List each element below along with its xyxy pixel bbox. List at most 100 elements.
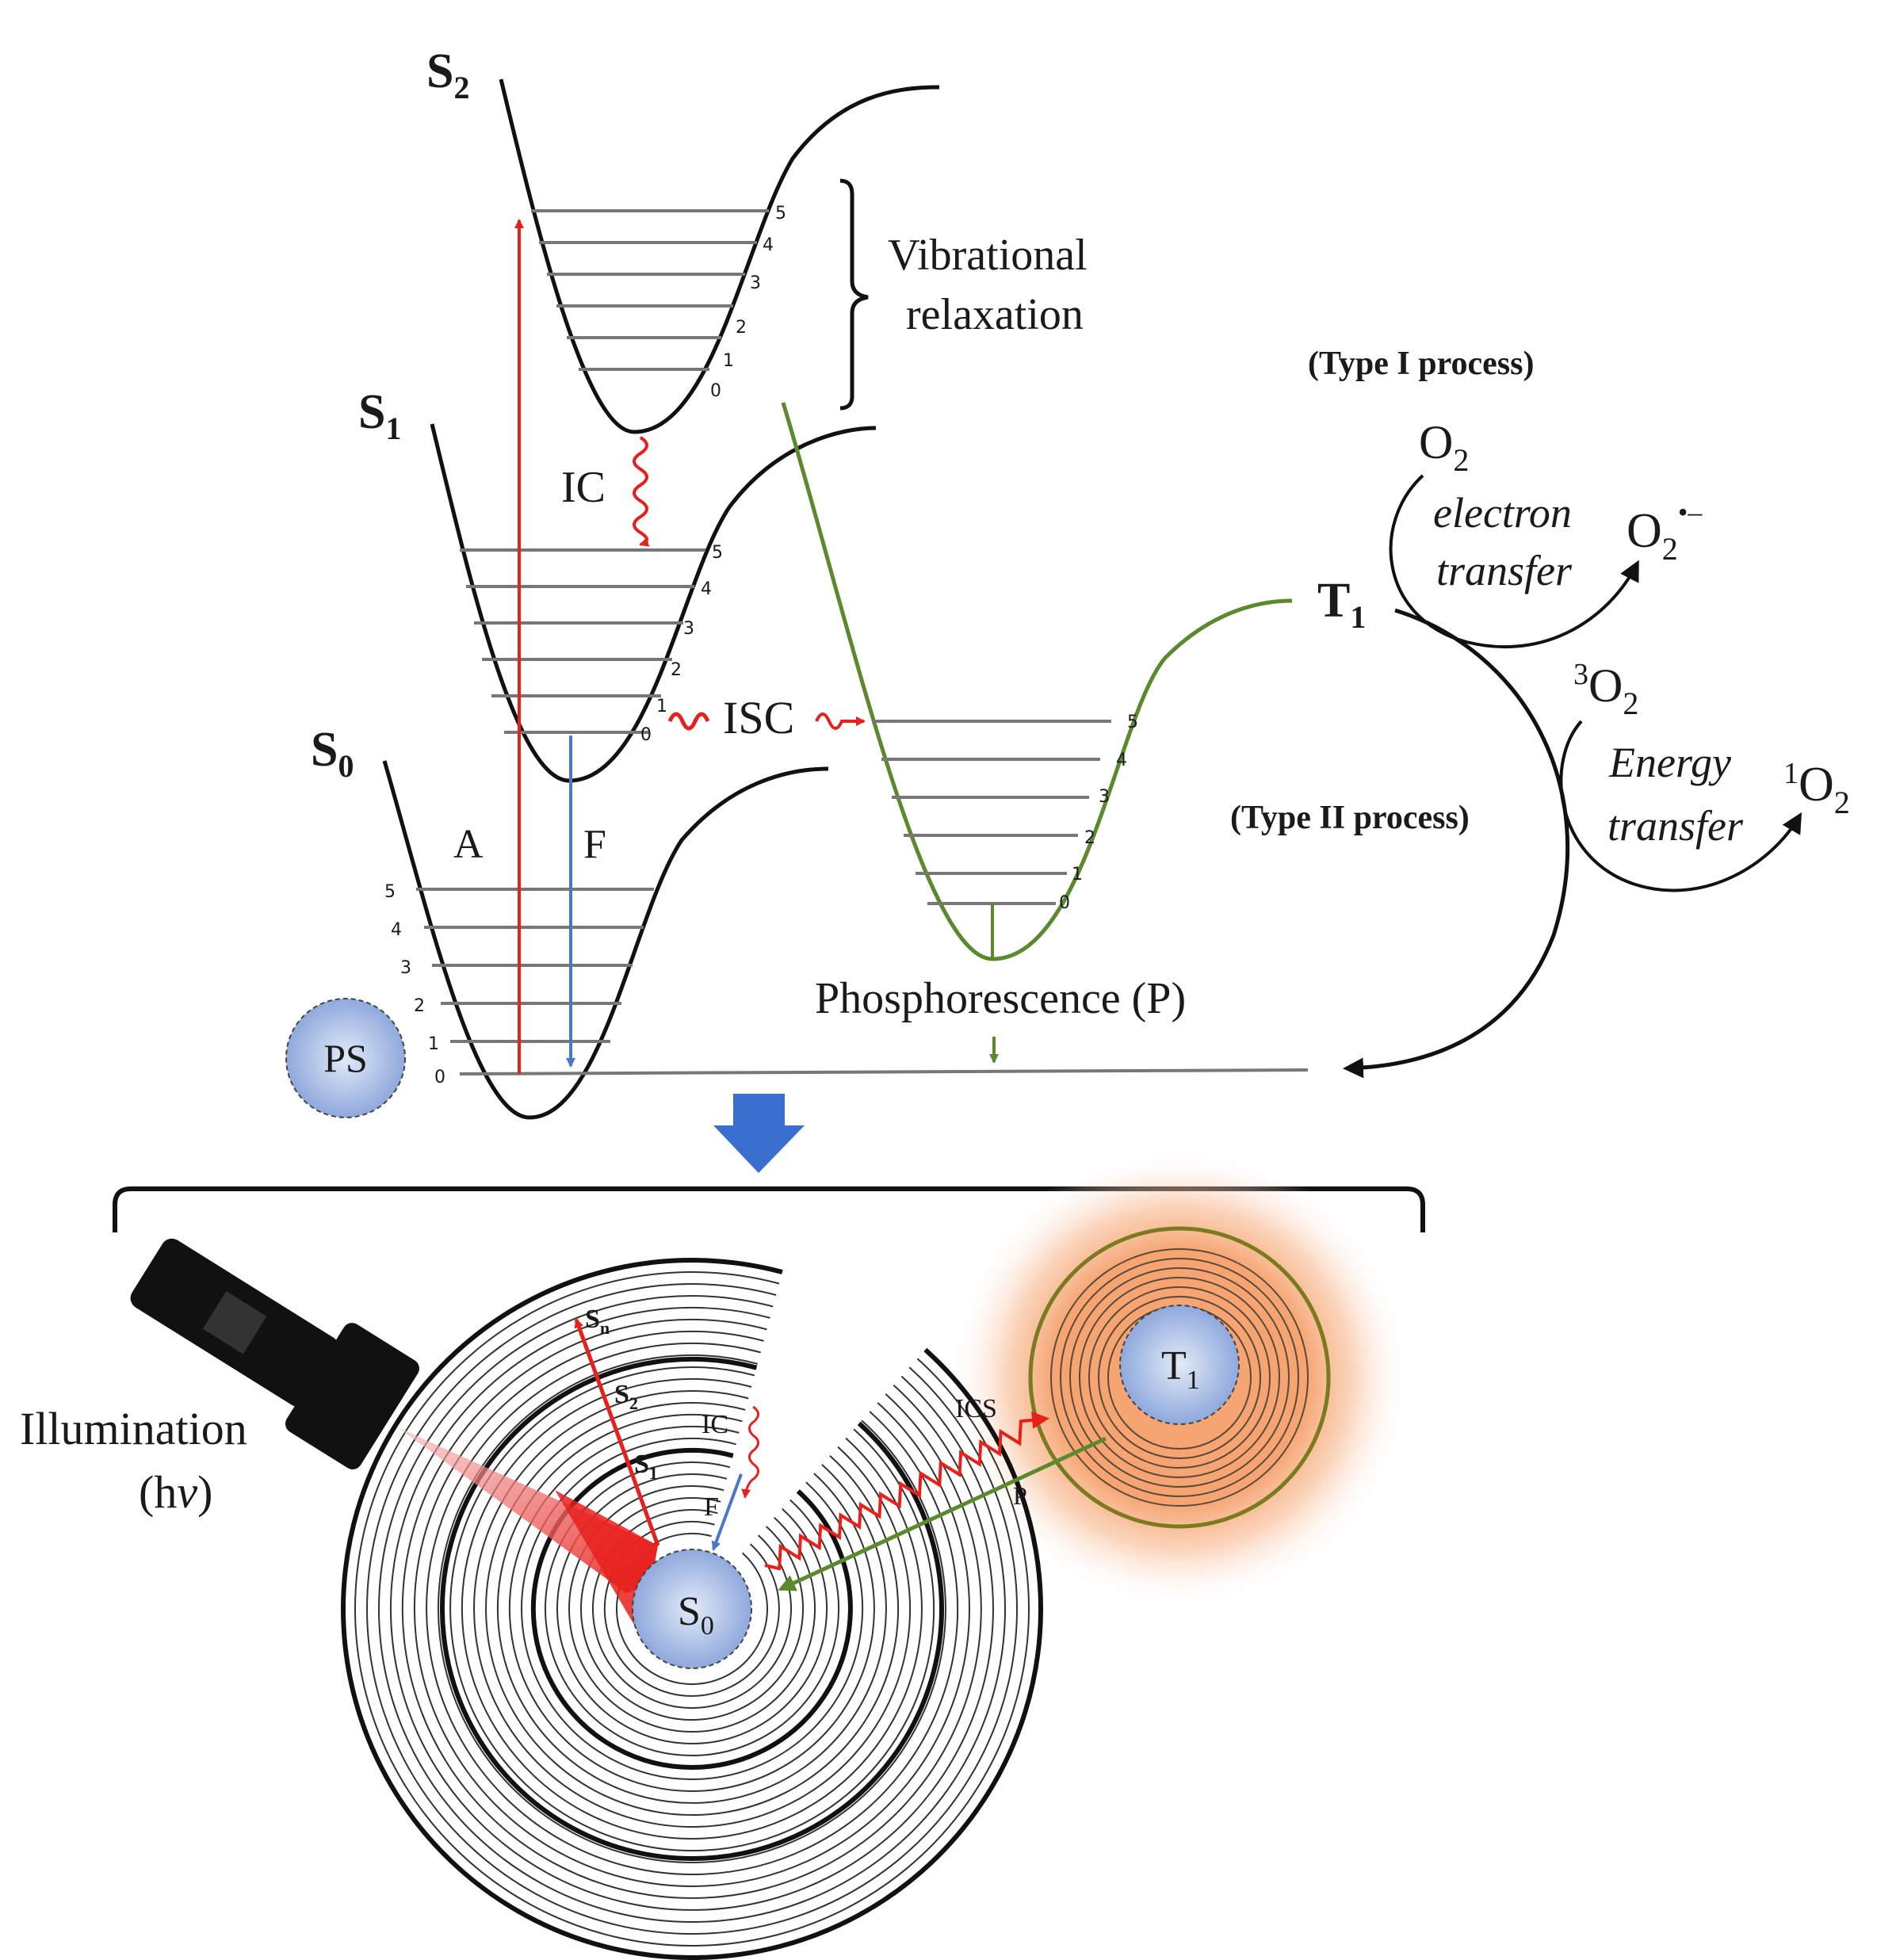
t1-level-2: 2 xyxy=(1084,828,1095,848)
s0-potential-curve xyxy=(382,760,829,1120)
superoxide-label: O2•– xyxy=(1627,496,1703,567)
energy-ring-19 xyxy=(389,1306,994,1911)
t1-level-5: 5 xyxy=(1127,713,1138,732)
isc-wavy-left xyxy=(667,712,710,731)
hv-label: (hv) xyxy=(139,1466,212,1518)
t1-decay-arrow xyxy=(1343,608,1570,1079)
s2-level-numbers: 5 4 3 2 1 0 xyxy=(710,204,786,401)
t1-level-1: 1 xyxy=(1072,865,1083,884)
ic-wavy-arrow xyxy=(633,436,650,547)
vibrational-relaxation-bracket xyxy=(839,178,869,411)
t1-molecule: T1 xyxy=(1119,1305,1240,1425)
relaxation-label: relaxation xyxy=(906,290,1084,339)
energy-ring-20 xyxy=(378,1295,1007,1923)
bottom-ic-label: IC xyxy=(701,1410,728,1439)
s1-potential-curve xyxy=(430,423,877,783)
illumination-beam-core xyxy=(555,1490,658,1625)
energy-ring-11 xyxy=(485,1402,900,1817)
s0-vibrational-levels xyxy=(416,888,1309,1076)
t1-state-label: T1 xyxy=(1317,574,1366,635)
s2-level-4: 4 xyxy=(763,235,774,255)
bottom-ic-wavy-arrow xyxy=(741,1405,759,1499)
energy-ring-10 xyxy=(496,1413,887,1804)
ps-label: PS xyxy=(323,1036,368,1080)
energy-transfer-label: transfer xyxy=(1607,802,1744,850)
energy-ring-18 xyxy=(401,1318,982,1899)
s1-level-0: 0 xyxy=(640,725,652,745)
t1-level-0: 0 xyxy=(1059,893,1070,913)
s0-level-3: 3 xyxy=(400,958,411,978)
energy-ring-2 xyxy=(592,1509,792,1709)
s2-level-0: 0 xyxy=(710,381,721,401)
t1-level-3: 3 xyxy=(1099,787,1110,807)
ring-sn-label: Sn xyxy=(585,1305,610,1338)
ps-molecule: PS xyxy=(285,998,406,1118)
s2-level-1: 1 xyxy=(723,351,734,371)
excitation-arrow xyxy=(574,1318,660,1546)
s2-level-3: 3 xyxy=(750,273,761,293)
t1-ring-3 xyxy=(1079,1277,1280,1478)
energy-ring-15 xyxy=(438,1354,946,1863)
t1-ring-6 xyxy=(1050,1248,1309,1507)
energy-level-rings xyxy=(341,1258,1043,1960)
s1-level-2: 2 xyxy=(671,660,682,680)
energy-band-ring-1 xyxy=(440,1357,945,1861)
energy-ring-14 xyxy=(449,1366,935,1851)
s1-level-numbers: 5 4 3 2 1 0 xyxy=(640,543,723,745)
t1-level-4: 4 xyxy=(1116,751,1127,770)
s1-level-1: 1 xyxy=(656,697,667,716)
fluorescence-label: F xyxy=(583,822,606,867)
absorption-label: A xyxy=(453,822,484,867)
bottom-fluorescence-arrow xyxy=(711,1473,743,1551)
s0-level-5: 5 xyxy=(384,882,396,902)
energy-ring-4 xyxy=(568,1485,816,1733)
s0-level-0: 0 xyxy=(434,1068,445,1087)
o2-label: O2 xyxy=(1419,416,1469,478)
energy-ring-5 xyxy=(556,1473,828,1744)
energy-ring-3 xyxy=(580,1497,805,1721)
phosphorescence-return-arrow xyxy=(778,1436,1107,1591)
energy-label: Energy xyxy=(1608,739,1731,786)
s1-state-label: S1 xyxy=(358,385,401,446)
transfer-label: transfer xyxy=(1436,547,1573,594)
s0-orb-label: S0 xyxy=(678,1589,714,1641)
energy-ring-17 xyxy=(413,1330,970,1887)
s0-molecule: S0 xyxy=(632,1549,752,1669)
t1-potential-curve xyxy=(781,402,1293,961)
energy-ring-8 xyxy=(521,1438,864,1780)
energy-ring-12 xyxy=(473,1390,912,1828)
singlet-oxygen-label: 1O2 xyxy=(1783,757,1850,820)
electron-label: electron xyxy=(1433,489,1572,537)
section-down-arrow xyxy=(713,1094,805,1173)
s0-level-numbers: 5 4 3 2 1 0 xyxy=(384,882,445,1087)
ics-label: ICS xyxy=(955,1394,997,1423)
t1-vibrational-levels xyxy=(872,720,1111,905)
s2-level-2: 2 xyxy=(736,318,747,338)
s0-level-4: 4 xyxy=(391,920,402,940)
energy-ring-6 xyxy=(545,1461,839,1756)
s2-vibrational-levels xyxy=(531,209,769,371)
s1-level-3: 3 xyxy=(683,619,694,639)
t1-ring-4 xyxy=(1069,1267,1290,1488)
t1-outer-ring xyxy=(1028,1226,1331,1529)
s1-vibrational-levels xyxy=(460,548,705,734)
section-bracket xyxy=(113,1186,1425,1232)
energy-ring-13 xyxy=(461,1378,923,1840)
energy-ring-21 xyxy=(366,1283,1018,1935)
ring-s1-label: S1 xyxy=(634,1450,658,1483)
illumination-label: Illumination xyxy=(20,1403,247,1454)
t1-ring-2 xyxy=(1088,1286,1271,1469)
isc-wavy-right xyxy=(815,713,866,730)
t1-ring-5 xyxy=(1060,1258,1299,1497)
s1-level-5: 5 xyxy=(712,543,723,563)
energy-ring-22 xyxy=(354,1271,1030,1947)
isc-label: ISC xyxy=(723,692,794,743)
ic-label: IC xyxy=(561,463,606,512)
bottom-f-label: F xyxy=(704,1492,719,1522)
s2-state-label: S2 xyxy=(426,44,469,105)
triplet-oxygen-label: 3O2 xyxy=(1573,658,1638,721)
s0-state-label: S0 xyxy=(311,723,354,784)
s1-level-4: 4 xyxy=(701,579,712,599)
